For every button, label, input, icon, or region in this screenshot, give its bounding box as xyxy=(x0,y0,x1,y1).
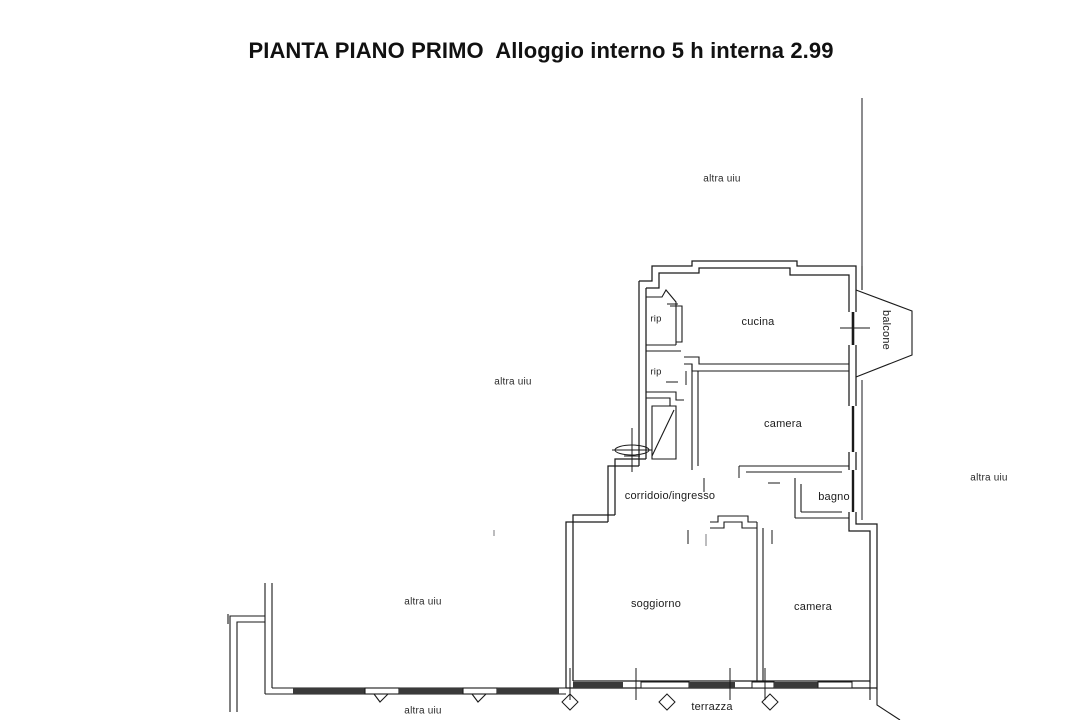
pillar-1 xyxy=(561,693,579,711)
page-title: PIANTA PIANO PRIMO Alloggio interno 5 h … xyxy=(248,38,834,63)
wall-band-1 xyxy=(573,682,623,688)
room-label-rip-upper: rip xyxy=(650,313,662,325)
opening-2 xyxy=(751,681,775,689)
room-label-balcone: balcone xyxy=(880,310,892,350)
external-label-altra-uiu-sud: altra uiu xyxy=(404,596,442,608)
room-label-camera-sud: camera xyxy=(794,601,832,613)
room-label-bagno: bagno xyxy=(818,491,850,503)
wall-band-3 xyxy=(774,682,818,688)
pillar-3 xyxy=(761,693,779,711)
door-openings xyxy=(666,303,780,544)
external-label-altra-uiu-ovest: altra uiu xyxy=(494,376,532,388)
room-label-camera-nord: camera xyxy=(764,418,802,430)
neighbour-wall-band-3 xyxy=(497,688,559,694)
apartment-perimeter-walls xyxy=(565,260,878,690)
room-label-terrazza: terrazza xyxy=(691,701,733,713)
room-label-rip-lower: rip xyxy=(650,366,662,378)
neighbour-wall-band-1 xyxy=(293,688,365,694)
terrazza-facade xyxy=(561,668,853,711)
adjacent-unit-walls xyxy=(227,583,566,712)
pillar-2 xyxy=(658,693,676,711)
opening-3 xyxy=(817,681,853,689)
windows xyxy=(840,312,870,512)
neighbour-wall-band-2 xyxy=(399,688,463,694)
fixture-symbol xyxy=(612,428,652,472)
terrazza-south-east-return xyxy=(869,683,901,720)
neighbour-opening-2 xyxy=(462,687,498,695)
dimension-ticks xyxy=(493,530,707,546)
external-label-altra-uiu-est: altra uiu xyxy=(970,472,1008,484)
room-label-corridoio-ingresso: corridoio/ingresso xyxy=(624,490,716,502)
balcone-outline xyxy=(855,266,913,378)
interior-partition-walls xyxy=(646,289,849,688)
external-label-altra-uiu-basso: altra uiu xyxy=(404,705,442,717)
room-label-cucina: cucina xyxy=(741,316,775,328)
wall-band-2 xyxy=(689,682,735,688)
room-label-soggiorno: soggiorno xyxy=(630,598,682,610)
neighbour-opening-1 xyxy=(364,687,400,695)
external-label-altra-uiu-nord: altra uiu xyxy=(703,173,741,185)
opening-1 xyxy=(640,681,690,689)
